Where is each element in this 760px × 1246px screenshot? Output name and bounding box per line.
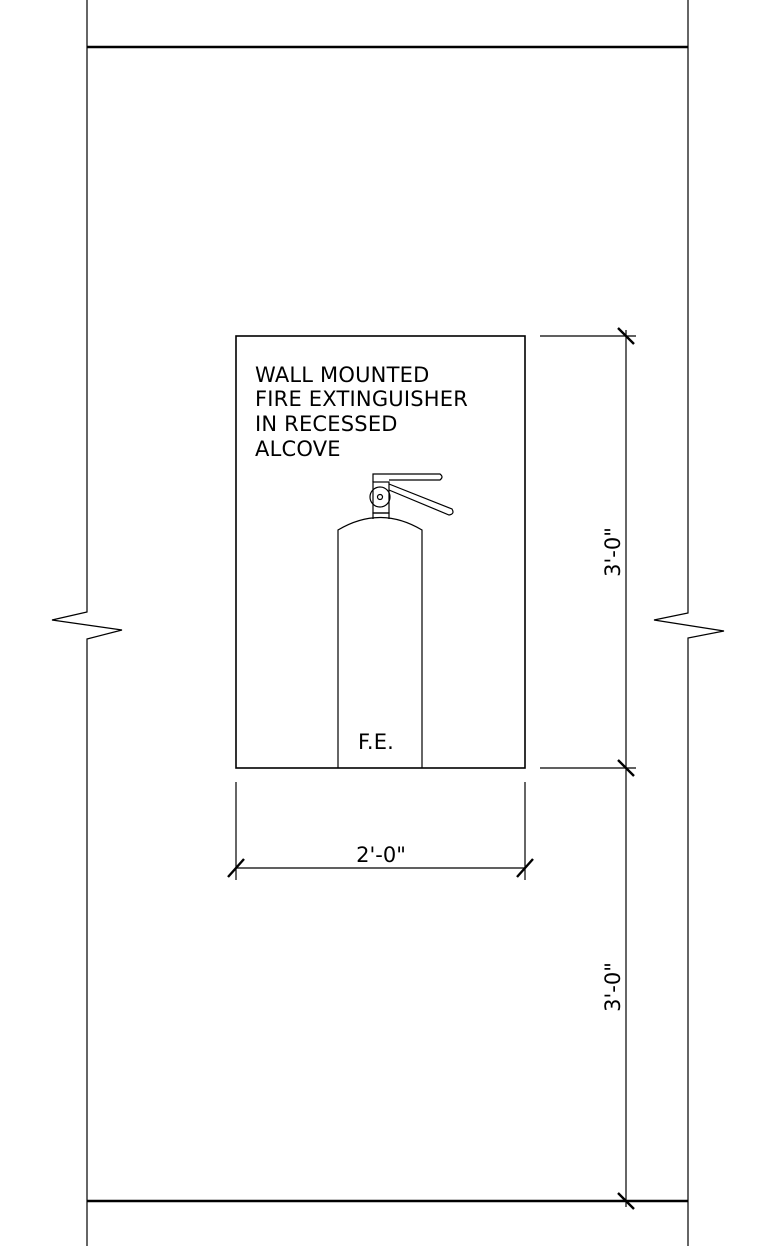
carry-handle — [372, 473, 443, 482]
mount-height-text: 3'-0" — [601, 962, 625, 1012]
width-dimension: 2'-0" — [227, 782, 534, 880]
note-line-4: ALCOVE — [255, 437, 341, 461]
height-tick-bottom — [617, 1192, 635, 1210]
pressure-gauge — [369, 486, 391, 508]
width-tick-right — [516, 858, 534, 878]
wall-outline — [51, 0, 725, 1246]
extinguisher-label: F.E. — [358, 730, 394, 754]
note-line-1: WALL MOUNTED — [255, 363, 429, 387]
fire-extinguisher-icon: F.E. — [337, 473, 454, 768]
height-tick-top — [617, 327, 635, 345]
left-wall-edge — [51, 0, 123, 1246]
height-tick-mid — [617, 759, 635, 777]
extinguisher-valve — [372, 481, 390, 514]
right-wall-edge — [653, 0, 725, 1246]
width-tick-left — [227, 858, 245, 878]
alcove-height-text: 3'-0" — [601, 527, 625, 577]
note-line-2: FIRE EXTINGUISHER — [255, 387, 468, 411]
height-dimensions: 3'-0" 3'-0" — [540, 327, 636, 1210]
alcove-outline — [235, 335, 526, 769]
pressure-gauge-center — [376, 493, 384, 501]
width-dimension-text: 2'-0" — [356, 843, 406, 867]
alcove-note: WALL MOUNTED FIRE EXTINGUISHER IN RECESS… — [255, 363, 475, 461]
extinguisher-body — [337, 516, 423, 768]
squeeze-lever — [388, 483, 454, 516]
note-line-3: IN RECESSED — [255, 412, 398, 436]
